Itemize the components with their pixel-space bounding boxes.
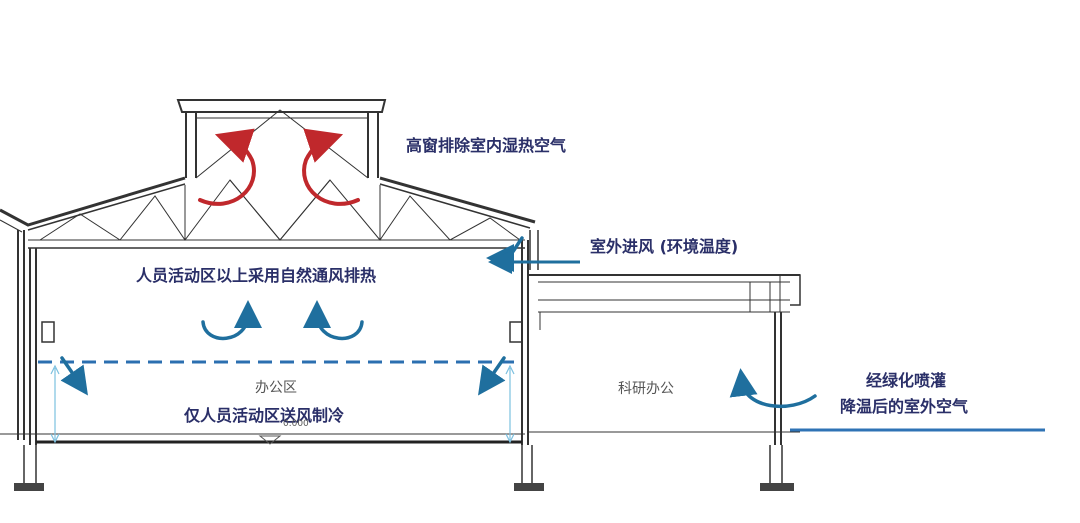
supply-arrow-left [60,356,88,396]
cooled-air-arrow [729,368,817,409]
height-markers [50,364,515,444]
lower-zone-label: 仅人员活动区送风制冷 [183,406,344,425]
building-structure [0,99,801,483]
elevation-text: 0.000 [283,419,309,429]
outdoor-intake-label: 室外进风 (环境温度) [590,237,738,256]
research-room-label: 科研办公 [618,381,674,397]
natural-vent-arrows [60,236,817,409]
hot-air-arrows [198,128,360,206]
clerestory-label: 高窗排除室内湿热空气 [406,136,566,155]
hot-air-arrow-left [198,128,256,206]
foundation-footings [14,483,794,491]
supply-arrow-right [478,356,506,396]
upflow-arrow-left [201,300,262,340]
upflow-arrow-right [303,300,364,340]
cooled-air-label-line2: 降温后的室外空气 [840,397,968,416]
upper-zone-label: 人员活动区以上采用自然通风排热 [136,266,376,285]
office-room-label: 办公区 [255,380,297,396]
elevation-marker: 0.000 [258,419,309,445]
hot-air-arrow-right [302,128,360,206]
cooled-air-label-line1: 经绿化喷灌 [866,371,946,390]
